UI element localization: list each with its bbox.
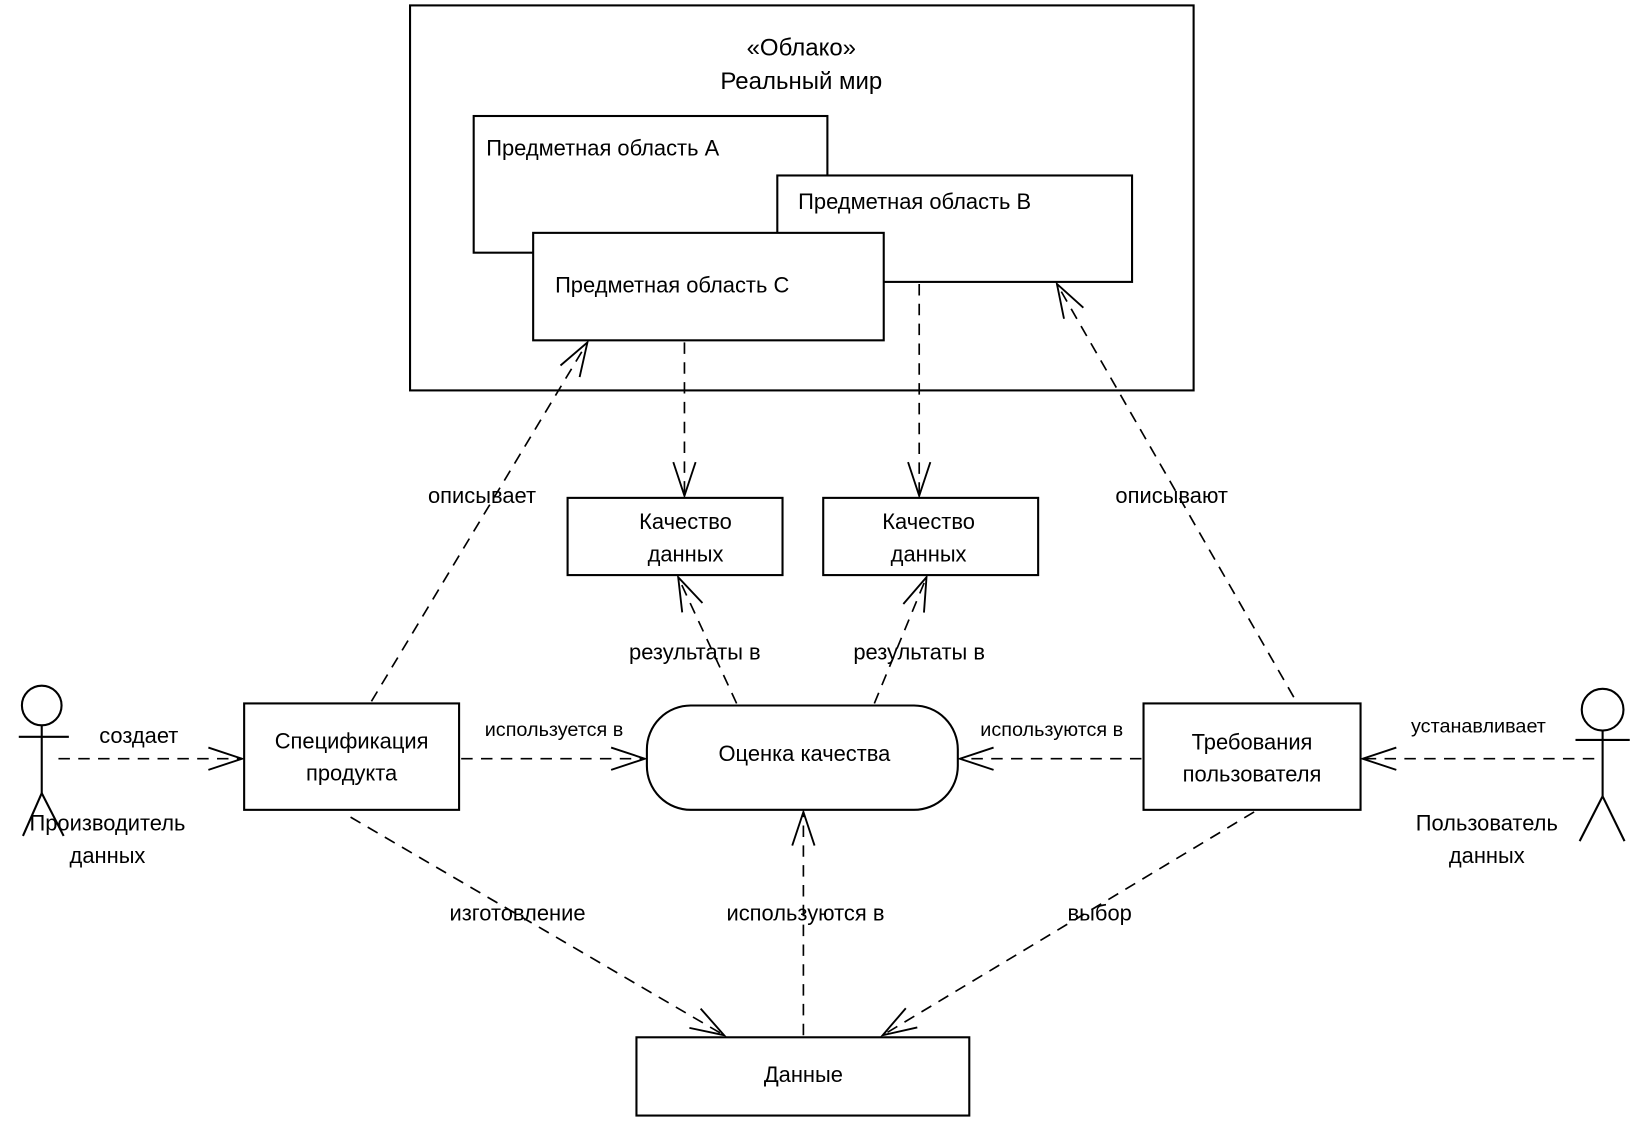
arrow-spec-to-assessment [461,746,648,771]
arrow-req-to-domain-b [1055,281,1295,698]
arrow-data-to-assessment [791,808,816,1036]
arrow-req-to-data [880,811,1255,1037]
arrow-assessment-to-quality2 [873,574,928,704]
domain-b-label: Предметная область В [798,189,1031,214]
actor-figure-icon [18,684,69,837]
arrow-req-to-assessment [956,746,1142,771]
data-quality-2-line1: Качество [882,509,975,534]
product-specification-box[interactable]: Спецификация продукта [243,702,461,811]
arrow-domain-b-to-quality2 [907,283,932,499]
actor-figure-icon [1575,687,1630,842]
open-arrowhead-icon [559,339,589,378]
arrow-user-to-requirements [1359,746,1595,771]
open-arrowhead-icon [791,808,816,846]
open-arrowhead-icon [902,574,928,613]
arrow-spec-to-domain-c [370,339,589,702]
actor-data-producer[interactable]: Производитель данных [18,684,186,868]
relation-labels: создает устанавливает описывает описываю… [99,483,1546,925]
label-used-in-spec: используется в [485,719,624,741]
user-line1: Пользователь [1416,811,1558,836]
requirements-line2: пользователя [1183,762,1322,787]
label-results-left: результаты в [629,640,761,665]
user-requirements-box[interactable]: Требования пользователя [1142,702,1362,811]
data-quality-box-2[interactable]: Качество данных [822,496,1040,577]
arrow-spec-to-data [350,816,727,1037]
open-arrowhead-icon [676,574,704,613]
open-arrowhead-icon [672,461,697,499]
specification-line1: Спецификация [275,728,429,753]
cloud-title: Реальный мир [720,68,882,95]
arrow-producer-to-spec [58,746,246,771]
data-quality-1-line1: Качество [639,509,732,534]
data-quality-1-line2: данных [648,542,724,567]
arrow-domain-c-to-quality1 [672,342,697,499]
assessment-label: Оценка качества [718,741,891,766]
domain-c-label: Предметная область С [555,272,789,297]
label-describes: описывает [428,483,536,508]
cloud-stereotype: «Облако» [747,34,856,61]
data-box[interactable]: Данные [635,1036,971,1117]
label-selection: выбор [1068,900,1132,925]
open-arrowhead-icon [880,1007,918,1037]
quality-assessment-node[interactable]: Оценка качества [645,704,959,811]
requirements-line1: Требования [1192,729,1313,754]
open-arrowhead-icon [956,746,994,771]
data-label: Данные [764,1062,843,1087]
actor-data-user[interactable]: Пользователь данных [1416,687,1630,868]
data-quality-2-line2: данных [891,542,967,567]
open-arrowhead-icon [689,1007,727,1037]
label-used-in-req: используются в [980,719,1123,741]
domain-a-label: Предметная область А [486,136,719,161]
arrow-assessment-to-quality1 [676,574,738,704]
domain-c-box[interactable]: Предметная область С [532,231,885,342]
dependency-arrows [58,281,1595,1037]
open-arrowhead-icon [1359,746,1397,771]
producer-line1: Производитель [29,811,185,836]
open-arrowhead-icon [1055,281,1084,319]
label-manufacturing: изготовление [449,900,585,925]
label-results-right: результаты в [853,640,985,665]
label-creates: создает [99,723,178,748]
user-line2: данных [1449,843,1525,868]
label-sets: устанавливает [1411,716,1546,738]
label-describe: описывают [1115,483,1228,508]
label-used-in-data: используются в [726,900,884,925]
open-arrowhead-icon [907,461,932,499]
domain-b-box[interactable]: Предметная область В [776,174,1134,283]
data-quality-box-1[interactable]: Качество данных [566,496,784,577]
specification-line2: продукта [306,761,398,786]
open-arrowhead-icon [208,746,246,771]
producer-line2: данных [70,843,146,868]
open-arrowhead-icon [610,746,648,771]
